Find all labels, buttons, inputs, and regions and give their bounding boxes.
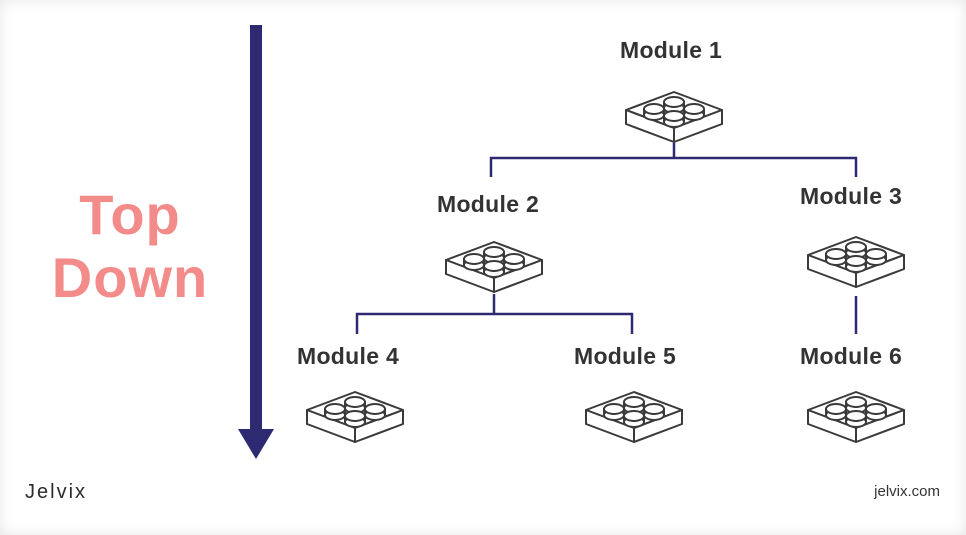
module-3-label: Module 3: [800, 183, 903, 209]
module-2-brick-icon: [445, 241, 543, 293]
module-1-label: Module 1: [620, 37, 723, 63]
module-6-brick-icon: [807, 391, 905, 443]
module-2-label: Module 2: [437, 191, 540, 217]
module-4-label: Module 4: [297, 343, 400, 369]
module-5-brick-icon: [585, 391, 683, 443]
headline-top: Top: [79, 183, 181, 246]
headline-down: Down: [51, 246, 209, 309]
site-url: jelvix.com: [874, 483, 940, 500]
module-3-brick-icon: [807, 236, 905, 288]
module-6-label: Module 6: [800, 343, 903, 369]
brand-logo: Jelvix: [25, 481, 88, 503]
connector-m2-children: [355, 294, 634, 334]
module-5-label: Module 5: [574, 343, 677, 369]
module-4-brick-icon: [306, 391, 404, 443]
module-1-brick-icon: [625, 91, 723, 143]
connector-m1-children: [489, 143, 858, 177]
down-arrow-icon: [238, 25, 274, 459]
